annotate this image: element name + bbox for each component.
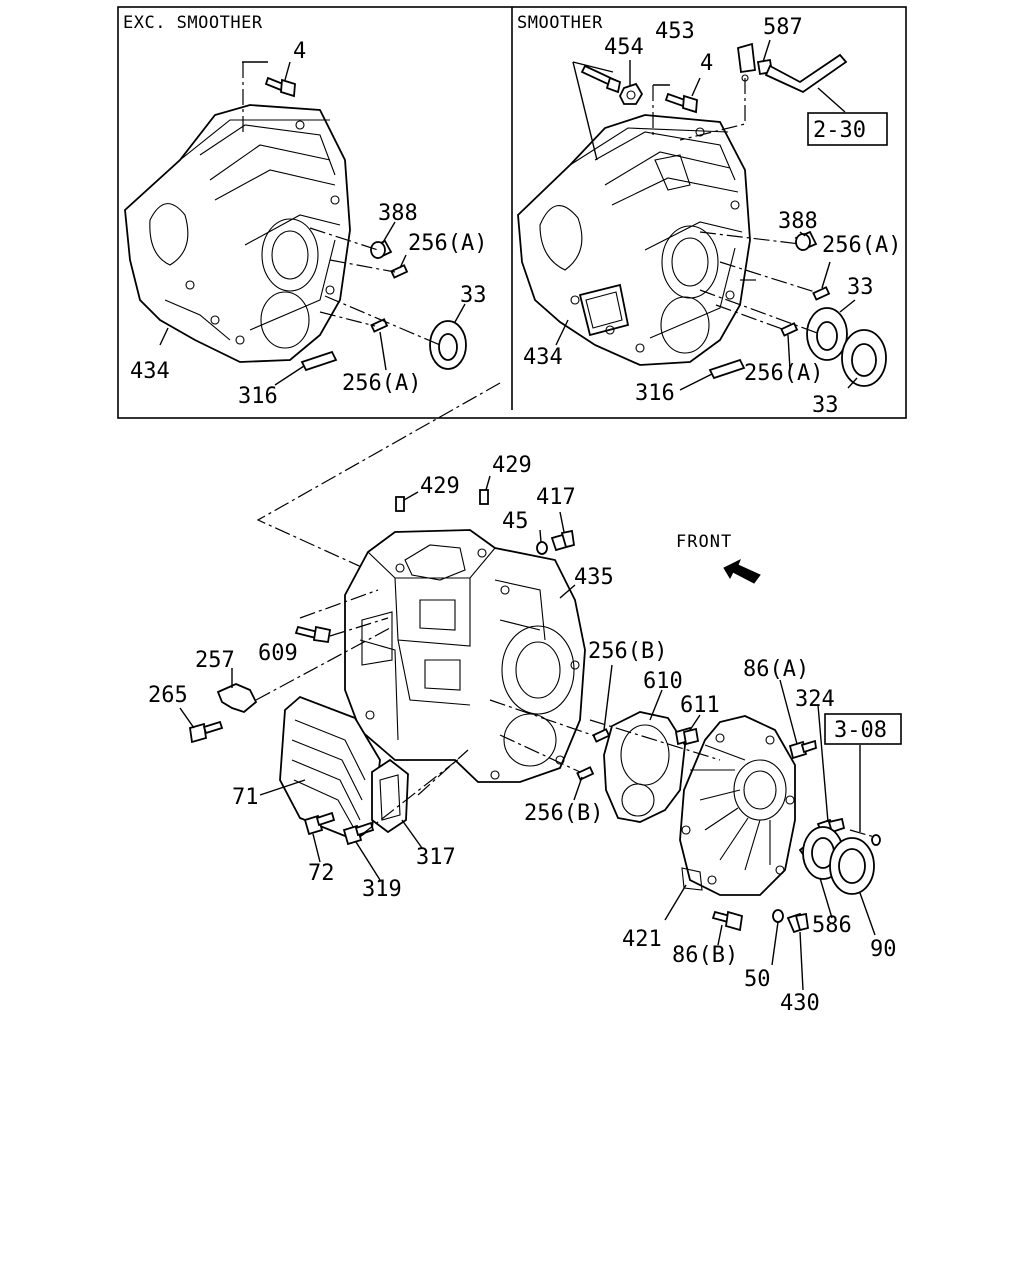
label-ref-3-08: 3-08 [834, 718, 887, 743]
pin-256a-left-upper [390, 264, 409, 279]
label-324: 324 [795, 687, 835, 712]
label-86a: 86(A) [743, 657, 809, 682]
pin-256a-left-lower [370, 318, 389, 333]
ref-box-3-08 [824, 713, 902, 745]
plate-317 [371, 758, 409, 834]
label-388-left: 388 [378, 201, 418, 226]
label-421: 421 [622, 927, 662, 952]
bolt-4-left [264, 76, 296, 98]
label-453: 453 [655, 19, 695, 44]
pin-429-left [395, 496, 405, 512]
label-610: 610 [643, 669, 683, 694]
label-430: 430 [780, 991, 820, 1016]
label-317: 317 [416, 845, 456, 870]
cover-71 [279, 695, 381, 842]
pin-429-right [479, 489, 489, 505]
nut-453 [618, 82, 644, 105]
label-434-right: 434 [523, 345, 563, 370]
label-33-left: 33 [460, 283, 487, 308]
bolt-611 [674, 726, 700, 746]
front-arrow-icon [723, 558, 761, 584]
label-ref-2-30: 2-30 [813, 118, 866, 143]
gasket-610 [603, 711, 686, 823]
bolt-72 [303, 811, 336, 836]
label-316-right: 316 [635, 381, 675, 406]
label-45: 45 [502, 509, 529, 534]
plug-417 [550, 529, 576, 552]
plate-316-right [708, 358, 746, 380]
plate-316-left [300, 350, 338, 372]
stud-ref-3-08 [849, 829, 879, 839]
label-587: 587 [763, 15, 803, 40]
bolt-86a [788, 739, 817, 760]
assembly-line-upper [256, 382, 501, 581]
label-90: 90 [870, 937, 897, 962]
oil-seal-90 [829, 837, 875, 895]
panel-title-exc-smoother: EXC. SMOOTHER [123, 13, 263, 33]
label-71: 71 [232, 785, 259, 810]
label-319: 319 [362, 877, 402, 902]
bolt-265 [188, 720, 224, 744]
label-435: 435 [574, 565, 614, 590]
bushing-388-right [794, 230, 818, 252]
label-417: 417 [536, 485, 576, 510]
bolt-86b [711, 910, 744, 932]
label-256b-lower: 256(B) [524, 801, 603, 826]
label-front: FRONT [676, 532, 732, 552]
pipe-587 [737, 42, 848, 94]
label-72: 72 [308, 861, 335, 886]
bracket-257 [216, 683, 258, 714]
stud-454 [580, 64, 622, 94]
bushing-388-left [370, 239, 393, 260]
label-256a-right-lower: 256(A) [744, 361, 823, 386]
clutch-housing-left [124, 104, 351, 363]
o-ring-45 [536, 541, 548, 555]
panel-title-smoother: SMOOTHER [517, 13, 603, 33]
label-256a-left-upper: 256(A) [408, 231, 487, 256]
bolt-4-right [664, 92, 698, 114]
leaders-lower [179, 475, 876, 991]
label-4-left: 4 [293, 39, 306, 64]
pin-256b-lower [576, 766, 595, 781]
label-454: 454 [604, 35, 644, 60]
bolt-609 [294, 625, 332, 644]
label-609: 609 [258, 641, 298, 666]
oil-seal-33-right-inner [806, 307, 848, 361]
label-256a-left-lower: 256(A) [342, 371, 421, 396]
label-256b-upper: 256(B) [588, 639, 667, 664]
leaders-left-panel [159, 61, 466, 386]
panel-frames [117, 6, 907, 419]
label-434-left: 434 [130, 359, 170, 384]
label-586: 586 [812, 913, 852, 938]
label-316-left: 316 [238, 384, 278, 409]
o-ring-50 [772, 909, 784, 923]
label-86b: 86(B) [672, 943, 738, 968]
pin-256a-right-upper [812, 286, 831, 301]
pin-256a-right-lower [780, 322, 799, 337]
label-611: 611 [680, 693, 720, 718]
label-33-right-outer: 33 [812, 393, 839, 418]
rear-cover-421 [679, 715, 796, 896]
label-257: 257 [195, 648, 235, 673]
label-388-right: 388 [778, 209, 818, 234]
transmission-case-435 [344, 529, 586, 783]
ref-box-2-30 [807, 112, 888, 146]
plug-430 [786, 912, 810, 934]
stud-end [871, 834, 881, 846]
label-33-right-inner: 33 [847, 275, 874, 300]
label-429-right: 429 [492, 453, 532, 478]
leaders-right-panel [555, 39, 858, 391]
label-50: 50 [744, 967, 771, 992]
oil-seal-33-right-outer [841, 329, 887, 387]
clutch-housing-right [517, 114, 751, 366]
label-265: 265 [148, 683, 188, 708]
label-4-right: 4 [700, 51, 713, 76]
bolt-319 [342, 821, 375, 846]
oil-seal-33-left [429, 320, 467, 370]
pin-256b-upper [592, 728, 611, 743]
label-429-left: 429 [420, 474, 460, 499]
label-256a-right-upper: 256(A) [822, 233, 901, 258]
